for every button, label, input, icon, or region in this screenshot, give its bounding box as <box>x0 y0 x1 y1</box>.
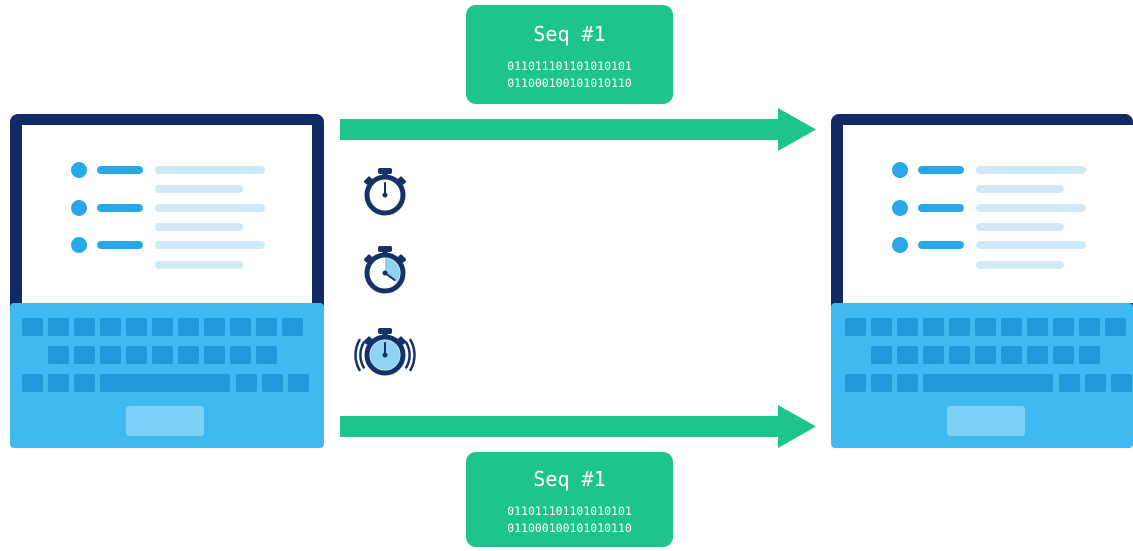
stopwatch-icon <box>364 246 406 294</box>
timer-sequence <box>354 168 416 376</box>
stopwatch-ringing-icon <box>354 328 416 376</box>
receiver-laptop-icon <box>831 114 1133 448</box>
packet-bottom-box <box>466 452 673 547</box>
stopwatch-icon <box>364 168 406 216</box>
packet-bottom: Seq #1 011011101101010101 01100010010101… <box>466 452 673 547</box>
sender-laptop-icon <box>10 114 324 448</box>
packet-top-box <box>466 5 673 104</box>
arrow-top <box>340 108 816 151</box>
packet-bottom-bits-line-2: 011000100101010110 <box>507 521 632 535</box>
packet-top-bits-line-1: 011011101101010101 <box>507 59 632 73</box>
packet-top-bits-line-2: 011000100101010110 <box>507 76 632 90</box>
packet-top-title: Seq #1 <box>533 22 605 46</box>
packet-top: Seq #1 011011101101010101 01100010010101… <box>466 5 673 104</box>
packet-bottom-bits-line-1: 011011101101010101 <box>507 504 632 518</box>
packet-bottom-title: Seq #1 <box>533 467 605 491</box>
arrow-bottom <box>340 405 816 448</box>
